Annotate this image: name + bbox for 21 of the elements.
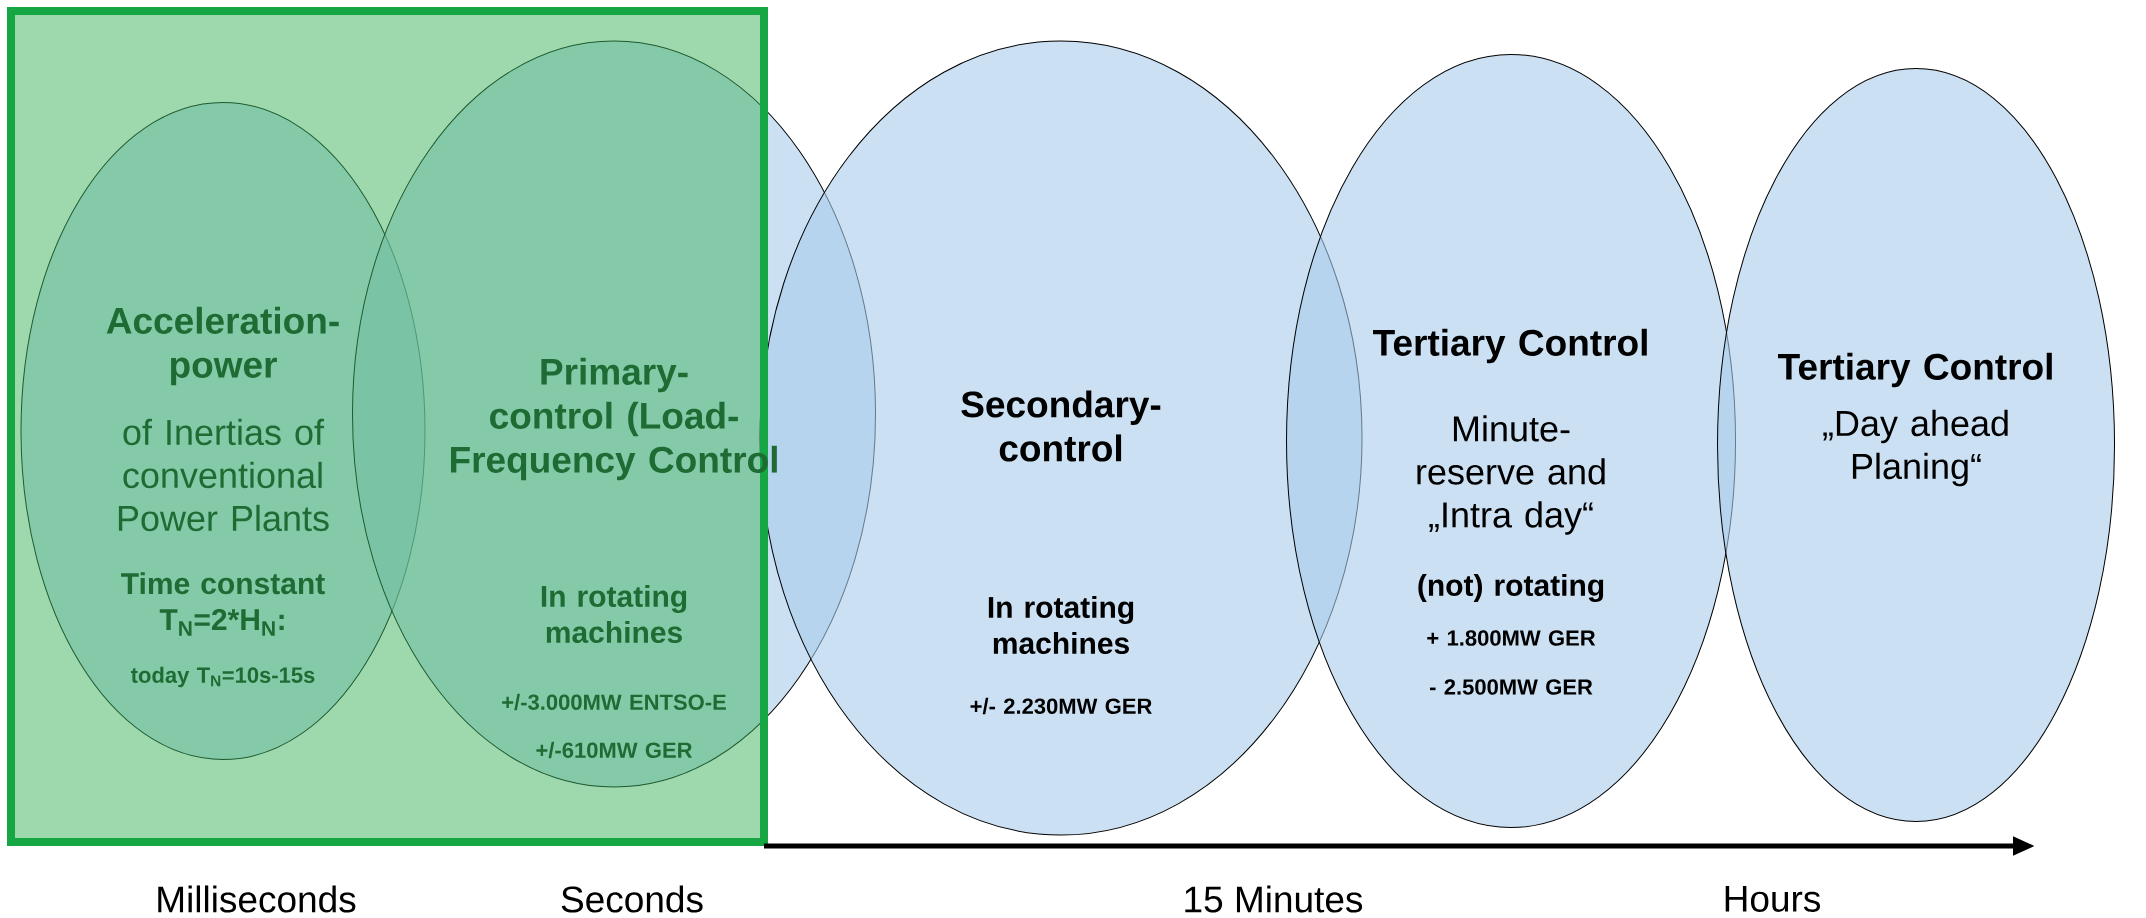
ellipse-text: of Inertias of conventional Power Plants	[118, 418, 329, 532]
ellipse-text: +/-3.000MW ENTSO-E	[502, 693, 726, 711]
axis-label: Milliseconds	[158, 885, 356, 913]
ellipse-title: Tertiary Control	[1778, 352, 2052, 388]
ellipse-text: +/- 2.230MW GER	[970, 697, 1152, 715]
ellipse-text: (not) rotating	[1418, 573, 1604, 603]
ellipse-text: Minute-reserve and „Intra day“	[1417, 415, 1605, 535]
ellipse	[1717, 68, 2116, 822]
ellipse-text: +/-610MW GER	[536, 741, 693, 759]
ellipse-text: Time constant T$_{N}$=2*H$_{N}$:	[121, 572, 325, 636]
ellipse-text: In rotating machines	[541, 585, 687, 644]
axis-label: Seconds	[561, 885, 703, 913]
axis-label: Hours	[1725, 886, 1820, 912]
ellipse-title: Tertiary Control	[1373, 328, 1647, 364]
axis-label: 15 Minutes	[1185, 885, 1363, 913]
ellipse-title: Secondary-control	[961, 390, 1161, 462]
ellipse-text: - 2.500MW GER	[1430, 679, 1593, 695]
ellipse-text: + 1.800MW GER	[1427, 630, 1596, 646]
ellipse-text: In rotating machines	[988, 596, 1134, 655]
ellipse-text: today T$_{N}$=10s-15s	[130, 666, 315, 688]
ellipse-text: „Day ahead Planing“	[1823, 409, 2008, 487]
